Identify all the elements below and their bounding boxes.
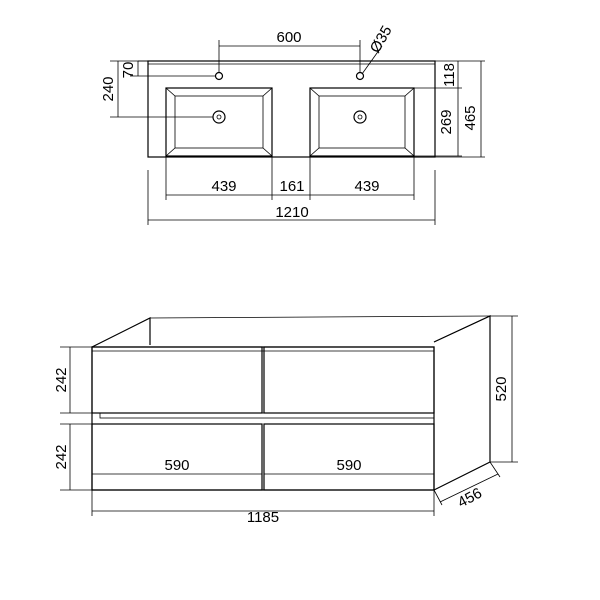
drawer-bottom-right xyxy=(263,423,435,491)
drawer-gap-strip xyxy=(99,412,435,419)
basin-width-right-label: 439 xyxy=(354,178,379,195)
right-drain-icon xyxy=(353,110,367,124)
hole-diameter-label: Ø35 xyxy=(367,23,396,56)
drawer-height-bottom-label: 242 xyxy=(53,444,70,469)
right-basin-inner xyxy=(318,95,406,149)
left-basin xyxy=(165,71,273,157)
total-height-label: 520 xyxy=(493,376,510,401)
hole-from-back-label: 70 xyxy=(120,62,137,79)
cabinet-top-left-edge xyxy=(91,317,151,348)
basin-width-left-label: 439 xyxy=(211,178,236,195)
left-tap-hole-icon xyxy=(214,71,224,81)
top-view: 600 Ø35 70 240 118 269 465 439 161 439 xyxy=(100,23,485,225)
countertop-outline xyxy=(147,60,436,158)
depth-label: 456 xyxy=(455,485,485,512)
front-view: 242 242 520 590 590 1185 456 xyxy=(53,315,518,526)
total-width-front-label: 1185 xyxy=(247,509,279,526)
drawer-top-right xyxy=(263,346,435,414)
drawer-width-right-label: 590 xyxy=(336,457,361,474)
drawer-width-left-label: 590 xyxy=(164,457,189,474)
drawer-height-top-label: 242 xyxy=(53,367,70,392)
right-basin xyxy=(309,71,415,157)
total-depth-label: 465 xyxy=(462,105,479,130)
drawer-bottom-left xyxy=(91,423,263,491)
drawer-top-left xyxy=(91,346,263,414)
right-tap-hole-icon xyxy=(355,71,365,81)
cabinet-side-panel xyxy=(433,315,491,491)
back-to-basin-label: 118 xyxy=(441,63,458,87)
basin-depth-label: 269 xyxy=(438,109,455,134)
hole-spacing-label: 600 xyxy=(276,29,301,46)
left-basin-inner xyxy=(174,95,264,149)
left-drain-icon xyxy=(212,110,226,124)
total-width-top-label: 1210 xyxy=(275,204,308,221)
basin-gap-label: 161 xyxy=(279,178,304,195)
right-basin-outer xyxy=(309,87,415,157)
cabinet-front xyxy=(91,346,435,491)
drain-from-back-label: 240 xyxy=(100,76,117,101)
left-basin-outer xyxy=(165,87,273,157)
